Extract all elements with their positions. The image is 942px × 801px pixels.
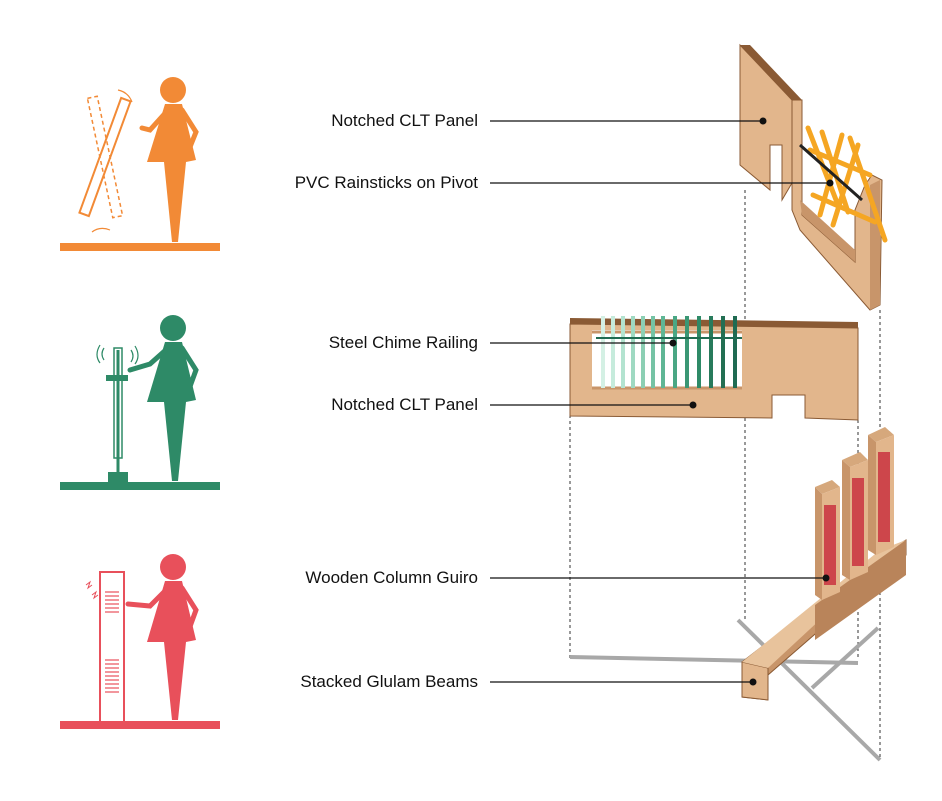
notched-clt-panel-top: [740, 45, 882, 310]
guiro-column-3: [868, 427, 894, 555]
ground-lines: [570, 620, 880, 760]
projection-lines: [570, 190, 880, 760]
label-pvc-rainsticks: PVC Rainsticks on Pivot: [248, 173, 478, 193]
label-notched-clt-panel-mid: Notched CLT Panel: [248, 395, 478, 415]
label-stacked-glulam-beams: Stacked Glulam Beams: [248, 672, 478, 692]
label-notched-clt-panel-top: Notched CLT Panel: [248, 111, 478, 131]
label-steel-chime-railing: Steel Chime Railing: [248, 333, 478, 353]
guiro-column-2: [842, 452, 868, 580]
label-wooden-column-guiro: Wooden Column Guiro: [248, 568, 478, 588]
guiro-column-1: [815, 480, 840, 600]
